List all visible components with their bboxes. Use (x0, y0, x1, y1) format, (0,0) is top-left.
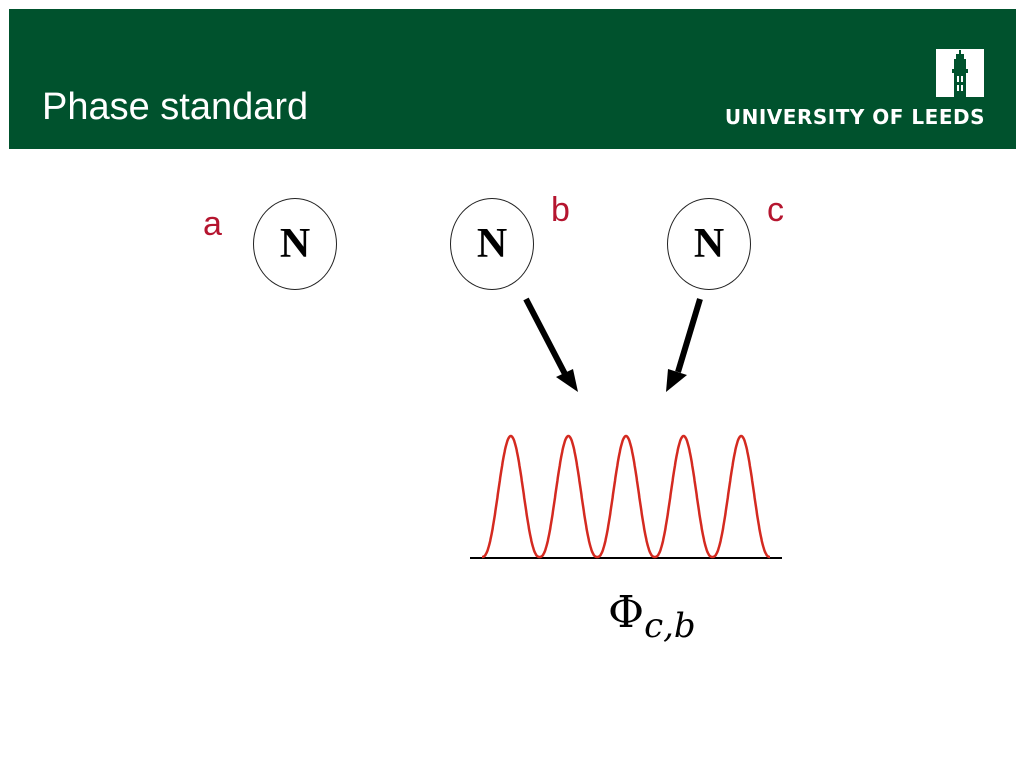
node-c-label: c (767, 191, 784, 229)
arrow-b-shaft (523, 297, 568, 376)
node-a: N (253, 198, 337, 290)
node-b-glyph: N (476, 221, 508, 267)
node-a-glyph: N (279, 221, 311, 267)
tower-icon (936, 49, 984, 97)
arrow-b-head (556, 369, 578, 392)
node-c-glyph: N (693, 221, 725, 267)
node-a-label: a (203, 205, 222, 243)
arrow-c-shaft (675, 298, 703, 373)
node-b: N (450, 198, 534, 290)
node-c: N (667, 198, 751, 290)
page-title: Phase standard (42, 86, 309, 128)
node-b-label: b (551, 191, 570, 229)
arrow-c-head (666, 369, 687, 392)
university-logo-text: UNIVERSITY OF LEEDS (724, 105, 985, 129)
phase-formula: Φc,b (608, 587, 696, 646)
header-bar: Phase standard UNIVERSITY OF LEEDS (9, 9, 1016, 149)
phi-symbol: Φ (608, 587, 645, 638)
phi-subscript: c,b (644, 606, 696, 646)
phase-wave (482, 434, 770, 559)
